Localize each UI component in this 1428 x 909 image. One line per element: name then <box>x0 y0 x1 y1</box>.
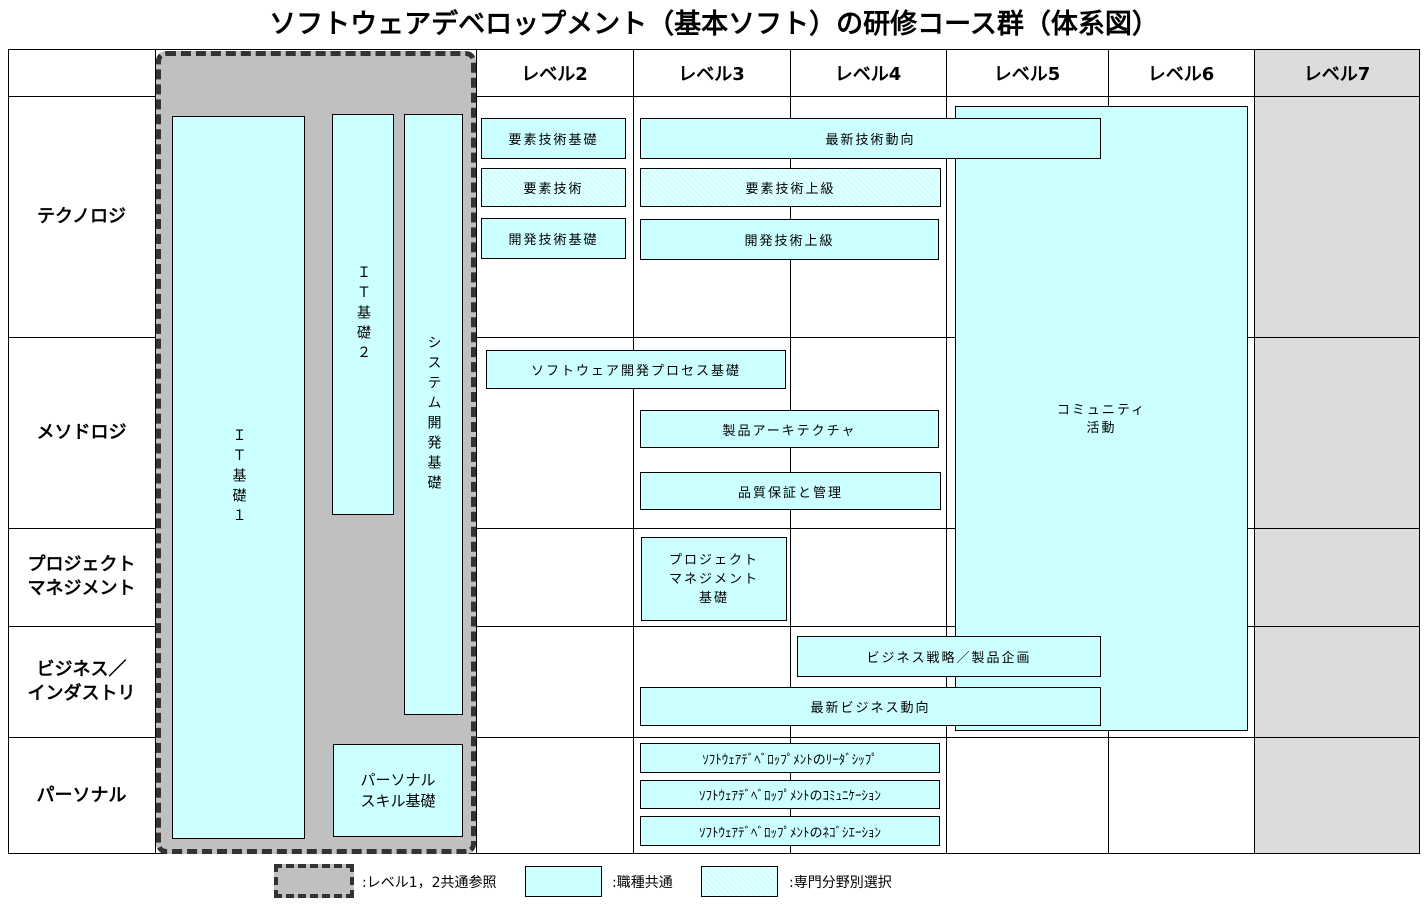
course-system-dev-basics[interactable]: システム開発基礎 <box>404 114 463 715</box>
course-latest-tech-trends[interactable]: 最新技術動向 <box>640 118 1101 159</box>
row-methodology: メソドロジ <box>36 421 127 443</box>
row-technology: テクノロジ <box>37 205 126 227</box>
header-level3: レベル3 <box>678 63 745 85</box>
legend-swatch-specialty <box>701 866 778 897</box>
grid-line <box>155 49 156 854</box>
grid-line <box>633 49 634 854</box>
grid-line <box>790 49 791 854</box>
grid-frame <box>8 49 1420 854</box>
course-quality-assurance[interactable]: 品質保証と管理 <box>640 472 941 510</box>
course-software-process-basics[interactable]: ソフトウェア開発プロセス基礎 <box>486 350 786 389</box>
header-level6: レベル6 <box>1147 63 1215 85</box>
course-personal-skill-basics[interactable]: パーソナル スキル基礎 <box>333 744 463 837</box>
level7-column-bg <box>1254 49 1420 854</box>
grid-line <box>476 49 477 854</box>
row-project-management: プロジェクト マネジメント <box>27 554 136 599</box>
header-level4: レベル4 <box>834 63 902 85</box>
legend-common: :職種共通 <box>612 875 673 891</box>
course-product-architecture[interactable]: 製品アーキテクチャ <box>640 410 939 448</box>
row-personal: パーソナル <box>36 784 127 806</box>
course-latest-business-trends[interactable]: 最新ビジネス動向 <box>640 687 1101 726</box>
grid-line <box>8 337 1420 338</box>
legend-swatch-common <box>525 866 602 897</box>
grid-line <box>8 96 1420 97</box>
legend-swatch-common-ref <box>274 864 354 898</box>
grid-line <box>8 626 1420 627</box>
grid-line <box>946 49 947 854</box>
course-business-strategy[interactable]: ビジネス戦略／製品企画 <box>797 636 1101 677</box>
course-element-tech-basics[interactable]: 要素技術基礎 <box>481 118 626 159</box>
grid-line <box>1254 49 1255 854</box>
legend-common-ref: :レベル1，2共通参照 <box>362 875 497 891</box>
course-it-basics-1[interactable]: ＩＴ基礎１ <box>172 116 305 839</box>
header-level2: レベル2 <box>521 63 588 85</box>
header-level5: レベル5 <box>993 63 1061 85</box>
course-communication[interactable]: ｿﾌﾄｳｪｱﾃﾞﾍﾞﾛｯﾌﾟﾒﾝﾄのｺﾐｭﾆｹｰｼｮﾝ <box>640 780 940 809</box>
course-community[interactable]: コミュニティ 活動 <box>955 106 1248 731</box>
course-dev-tech-advanced[interactable]: 開発技術上級 <box>640 219 939 260</box>
course-dev-tech-basics[interactable]: 開発技術基礎 <box>481 218 626 259</box>
course-element-tech-advanced[interactable]: 要素技術上級 <box>640 168 941 207</box>
course-it-basics-2[interactable]: ＩＴ基礎２ <box>332 114 394 515</box>
page-title: ソフトウェアデベロップメント（基本ソフト）の研修コース群（体系図） <box>269 9 1159 40</box>
course-project-management-basics[interactable]: プロジェクト マネジメント 基礎 <box>641 537 787 621</box>
row-business-industry: ビジネス／ インダストリ <box>27 658 136 704</box>
course-negotiation[interactable]: ｿﾌﾄｳｪｱﾃﾞﾍﾞﾛｯﾌﾟﾒﾝﾄのﾈｺﾞｼｴｰｼｮﾝ <box>640 816 940 846</box>
course-element-tech[interactable]: 要素技術 <box>481 168 626 207</box>
course-leadership[interactable]: ｿﾌﾄｳｪｱﾃﾞﾍﾞﾛｯﾌﾟﾒﾝﾄのﾘｰﾀﾞｼｯﾌﾟ <box>640 743 940 773</box>
header-level7: レベル7 <box>1303 63 1371 85</box>
grid-line <box>8 528 1420 529</box>
grid-line <box>8 737 1420 738</box>
legend-specialty: :専門分野別選択 <box>789 875 892 891</box>
